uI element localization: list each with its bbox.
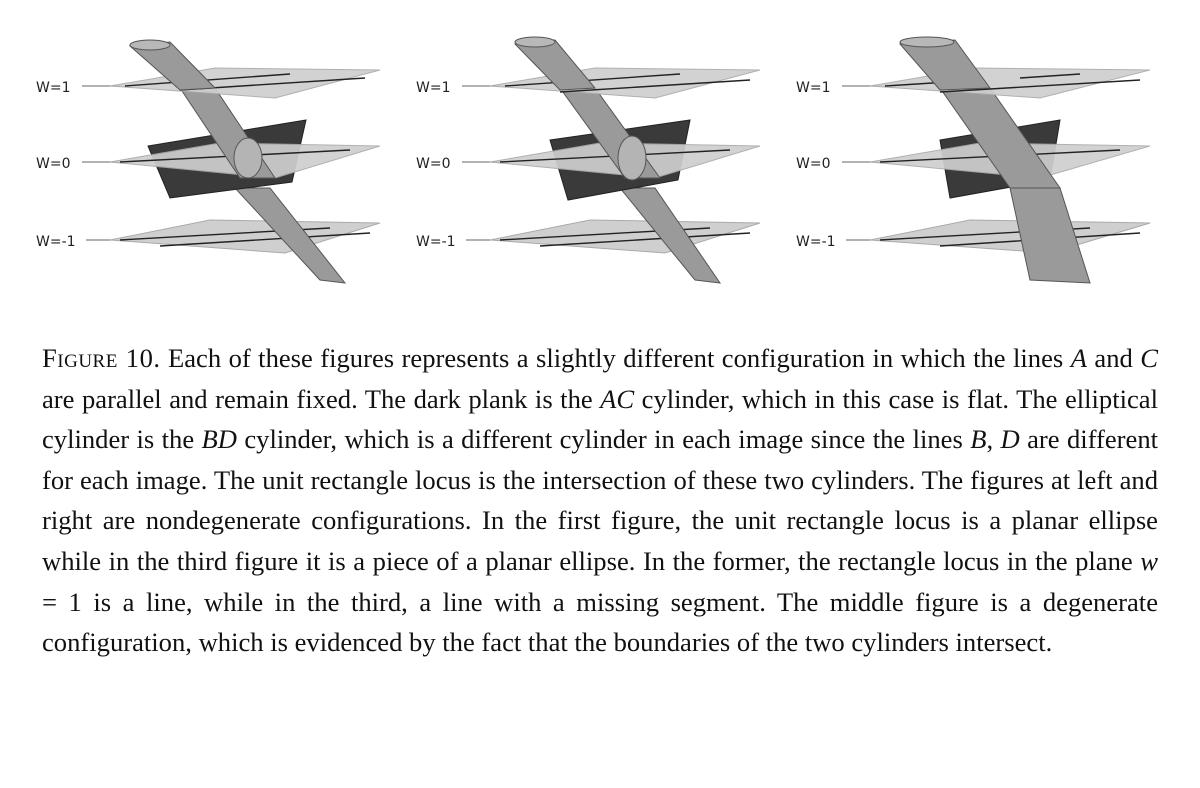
plane-label-w0: W=0 bbox=[796, 156, 830, 172]
plane-label-w1: W=1 bbox=[36, 80, 70, 96]
figure-label: Figure 10. bbox=[42, 343, 161, 373]
locus-line bbox=[939, 79, 1141, 93]
locus-line bbox=[559, 79, 751, 93]
plane-label-w-1: W=-1 bbox=[796, 234, 836, 250]
plane-label-w0: W=0 bbox=[416, 156, 450, 172]
plane-label-w-1: W=-1 bbox=[416, 234, 456, 250]
bd-cylinder-lower bbox=[618, 187, 722, 284]
locus-line bbox=[1019, 73, 1081, 79]
figure-panel-left: W=1 W=0 W=-1 bbox=[30, 28, 420, 298]
panel-left-drawing: W=1 W=0 W=-1 bbox=[36, 39, 381, 284]
ellipse-locus bbox=[233, 137, 263, 179]
cylinder-cap bbox=[514, 36, 556, 48]
plane-w1 bbox=[109, 67, 381, 99]
plane-w-1 bbox=[109, 219, 381, 254]
plane-w-1 bbox=[489, 219, 761, 254]
figure-panel-middle: W=1 W=0 W=-1 bbox=[410, 28, 800, 298]
plane-w1 bbox=[869, 67, 1151, 99]
panel-middle-drawing: W=1 W=0 W=-1 bbox=[416, 36, 761, 284]
caption-text: Each of these figures represents a sligh… bbox=[42, 343, 1159, 658]
cylinder-cap bbox=[899, 36, 955, 48]
plane-label-w1: W=1 bbox=[416, 80, 450, 96]
plane-label-w-1: W=-1 bbox=[36, 234, 76, 250]
figure-caption: Figure 10. Each of these figures represe… bbox=[42, 338, 1158, 663]
cylinder-cap bbox=[129, 39, 171, 51]
ellipse-locus bbox=[617, 135, 647, 181]
plane-label-w1: W=1 bbox=[796, 80, 830, 96]
plane-w-1 bbox=[869, 219, 1151, 254]
panel-right-drawing: W=1 W=0 W=-1 bbox=[796, 36, 1151, 284]
bd-cylinder-lower bbox=[233, 187, 347, 284]
plane-w1 bbox=[489, 67, 761, 99]
locus-line bbox=[159, 232, 371, 247]
locus-line bbox=[539, 232, 751, 247]
locus-line bbox=[504, 73, 681, 87]
plane-label-w0: W=0 bbox=[36, 156, 70, 172]
figure-panel-right: W=1 W=0 W=-1 bbox=[790, 28, 1180, 298]
figure-illustration: W=1 W=0 W=-1 bbox=[0, 0, 1200, 320]
